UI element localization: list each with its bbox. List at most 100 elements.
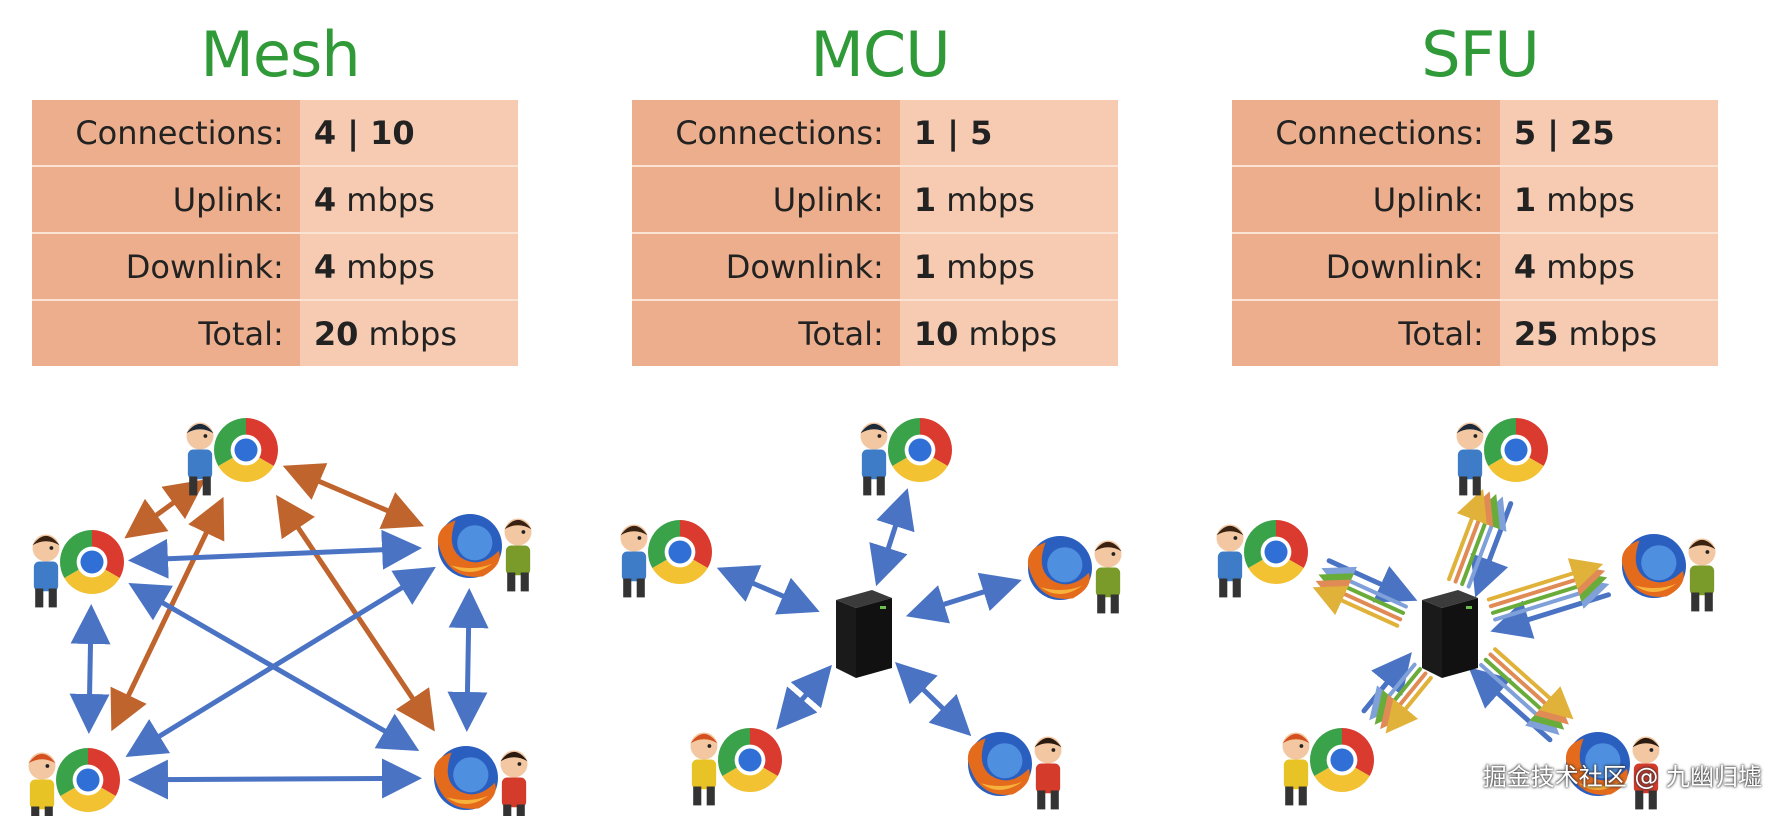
sfu-title: SFU [1421, 18, 1539, 91]
chrome-icon [1484, 418, 1548, 482]
person-hair [1456, 423, 1484, 434]
person-eye [521, 530, 526, 534]
client-node [433, 746, 528, 816]
person-icon [860, 422, 888, 496]
person-eye [203, 434, 208, 438]
chrome-icon [647, 520, 713, 584]
person-eye [877, 434, 882, 438]
person-leg [1285, 786, 1294, 806]
stat-value-unit: mbps [936, 180, 1035, 219]
person-hair [690, 733, 718, 744]
person-leg [1219, 578, 1228, 598]
stat-label: Downlink: [632, 232, 900, 300]
connection-arrow [127, 529, 423, 579]
person-hair [1632, 737, 1660, 748]
person-leg [693, 786, 702, 806]
person-leg [1635, 790, 1644, 810]
person-body [861, 449, 887, 480]
stat-value-number: 10 [913, 314, 959, 353]
stat-value: 20 mbps [299, 299, 518, 366]
person-body [501, 777, 527, 808]
connection-arrow [447, 587, 489, 733]
person-icon [620, 524, 648, 598]
person-icon [1632, 736, 1660, 810]
mesh-stats-table: Connections: 4 | 10 Uplink: 4 mbps Downl… [32, 100, 518, 366]
person-leg [1232, 578, 1241, 598]
person-body [187, 449, 213, 480]
server-icon [1422, 590, 1478, 678]
person-body [621, 551, 647, 582]
table-row: Downlink: 4 mbps [1232, 232, 1718, 300]
firefox-icon [433, 746, 498, 810]
person-leg [1472, 476, 1481, 496]
person-eye [1051, 748, 1056, 752]
person-leg [520, 572, 529, 592]
person-body [1217, 551, 1243, 582]
person-leg [1691, 592, 1700, 612]
connection-arrow [1493, 647, 1574, 720]
stat-value: 25 mbps [1499, 299, 1718, 366]
person-body [1283, 759, 1309, 790]
chrome-icon [1244, 520, 1308, 584]
person-body [33, 561, 59, 592]
mesh-panel: Mesh Connections: 4 | 10 Uplink: 4 mbps … [0, 0, 560, 816]
connection-arrow [125, 566, 436, 758]
firefox-fox [437, 520, 500, 577]
person-eye [1299, 744, 1304, 748]
stat-value-number: 4 [1513, 247, 1537, 286]
person-body [691, 759, 717, 790]
server-top [836, 590, 892, 608]
firefox-tail [1040, 585, 1083, 595]
person-eye [49, 546, 54, 550]
chrome-icon [718, 728, 783, 792]
mesh-title: Mesh [200, 18, 360, 91]
connection-arrow [110, 496, 225, 732]
stat-value: 4 mbps [299, 232, 518, 300]
stat-label: Total: [1232, 299, 1500, 366]
client-node [1027, 536, 1122, 614]
client-node [437, 514, 532, 592]
chrome-segment [892, 450, 948, 483]
connection-arrow [776, 664, 832, 730]
person-body [505, 545, 531, 576]
table-row: Connections: 1 | 5 [632, 100, 1118, 166]
person-hair [620, 525, 648, 536]
firefox-fox [1565, 738, 1628, 795]
connection-arrow [716, 565, 820, 615]
firefox-icon [437, 514, 502, 578]
connection-arrow [282, 463, 425, 529]
table-row: Downlink: 1 mbps [632, 232, 1118, 300]
person-eye [637, 536, 642, 540]
person-hair [504, 519, 532, 530]
person-icon [1282, 732, 1310, 806]
person-icon [32, 534, 60, 608]
person-icon [500, 750, 528, 816]
stat-value: 10 mbps [899, 299, 1118, 366]
person-leg [189, 476, 198, 496]
server-icon [836, 590, 892, 678]
firefox-tail [1578, 781, 1621, 791]
stat-label: Total: [32, 299, 300, 366]
firefox-globe-shine [987, 743, 1023, 779]
person-leg [44, 806, 53, 816]
chrome-segment [652, 552, 708, 584]
arrows-layer [69, 463, 1611, 800]
firefox-globe-shine [1641, 545, 1677, 581]
client-node [1282, 728, 1375, 806]
stat-value-unit: mbps [358, 314, 457, 353]
person-icon [504, 518, 532, 592]
stat-value-number: 1 [1513, 180, 1537, 219]
stat-value: 1 mbps [1499, 165, 1718, 233]
firefox-globe-shine [457, 525, 493, 561]
firefox-tail [1634, 583, 1677, 593]
firefox-icon [967, 732, 1032, 796]
stat-value-number: 1 | 5 [913, 113, 993, 152]
stat-label: Connections: [1232, 100, 1500, 166]
chrome-icon [1310, 728, 1375, 792]
person-eye [1649, 748, 1654, 752]
person-body [1689, 565, 1715, 596]
chrome-icon [214, 418, 278, 482]
stat-value-number: 4 [313, 180, 337, 219]
connection-arrow [869, 488, 915, 587]
person-eye [1473, 434, 1478, 438]
